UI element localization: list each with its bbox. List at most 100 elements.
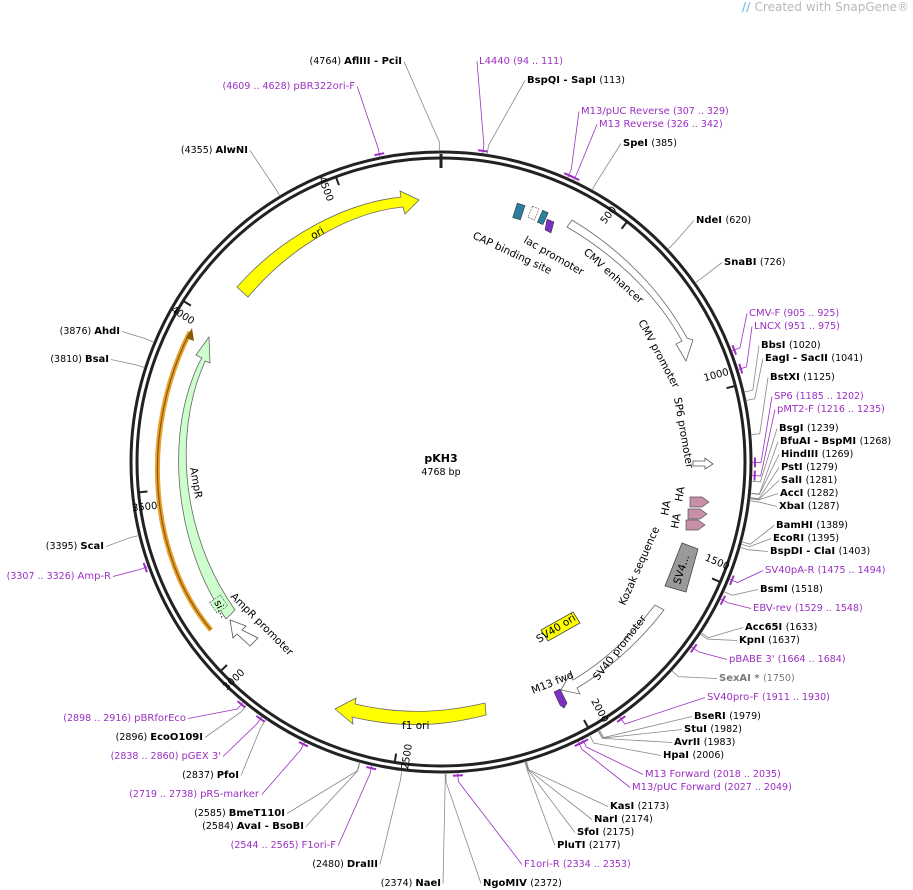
site-pos-hpai: (2006) bbox=[692, 750, 724, 761]
site-pos-naei: (2374) bbox=[381, 878, 416, 889]
primer-mark-m13-puc-forward bbox=[574, 740, 585, 747]
site-name-scai: ScaI bbox=[80, 541, 104, 552]
leader-pbr322ori-f bbox=[356, 86, 381, 158]
site-name-sv40pa-r: SV40pA-R bbox=[765, 565, 818, 576]
site-label-hindiii: HindIII (1269) bbox=[781, 449, 853, 460]
site-name-ebv-rev: EBV-rev bbox=[753, 603, 795, 614]
leader-f1ori-f bbox=[337, 765, 373, 846]
site-name-eagi-sacii: EagI - SacII bbox=[765, 353, 831, 364]
site-label-sv40pro-f: SV40pro-F (1911 .. 1930) bbox=[707, 692, 830, 703]
site-pos-m13-puc-forward: (2027 .. 2049) bbox=[724, 782, 792, 793]
leader-eagi-sacii bbox=[745, 358, 764, 401]
leader-afliii-pcii bbox=[403, 61, 440, 152]
site-name-m13-forward: M13 Forward bbox=[645, 769, 713, 780]
site-label-kasi: KasI (2173) bbox=[610, 801, 669, 812]
site-name-kasi: KasI bbox=[610, 801, 638, 812]
leader-acci bbox=[749, 493, 779, 501]
leader-draiii bbox=[379, 770, 403, 865]
ha-tag-1-arrow bbox=[689, 496, 710, 508]
site-name-ndei: NdeI bbox=[696, 215, 726, 226]
site-label-pfoi: (2837) PfoI bbox=[182, 770, 239, 781]
site-name-hindiii: HindIII bbox=[781, 449, 822, 460]
site-label-pbr322ori-f: (4609 .. 4628) pBR322ori-F bbox=[223, 81, 356, 92]
site-name-snabi: SnaBI bbox=[724, 257, 760, 268]
leader-hindiii bbox=[750, 454, 780, 495]
leader-prs-marker bbox=[261, 741, 306, 795]
site-name-m13-puc-forward: M13/pUC Forward bbox=[632, 782, 724, 793]
site-label-xbai: XbaI (1287) bbox=[779, 501, 839, 512]
leader-kpni bbox=[699, 633, 738, 641]
site-pos-l4440: (94 .. 111) bbox=[513, 56, 563, 67]
sv40-promoter-label: SV40 promoter bbox=[591, 612, 650, 682]
primer-mark-pbrforeco bbox=[236, 700, 246, 709]
ha-tag-2-label: HA bbox=[659, 499, 674, 517]
ampr-promoter-arrow bbox=[229, 619, 259, 647]
sv40-ori-box bbox=[540, 611, 581, 642]
site-pos-ecoo109i: (2896) bbox=[116, 732, 151, 743]
cmv-enhancer-arrow bbox=[566, 219, 694, 362]
signal-peptide-box bbox=[209, 594, 229, 614]
site-pos-xbai: (1287) bbox=[808, 501, 840, 512]
primer-mark-sv40pro-f bbox=[616, 715, 626, 723]
site-label-acci: AccI (1282) bbox=[780, 488, 838, 499]
site-name-cmv-f: CMV-F bbox=[749, 308, 783, 319]
primer-mark-pbr322ori-f bbox=[374, 152, 385, 157]
site-name-pbr322ori-f: pBR322ori-F bbox=[293, 81, 355, 92]
leader-stui bbox=[597, 729, 683, 739]
site-label-pbabe-3: pBABE 3' (1664 .. 1684) bbox=[729, 654, 846, 665]
leader-ngomiv bbox=[445, 772, 482, 884]
site-pos-amp-r: (3307 .. 3326) bbox=[7, 571, 78, 582]
site-pos-pmt2-f: (1216 .. 1235) bbox=[817, 404, 885, 415]
site-label-afliii-pcii: (4764) AflIII - PciI bbox=[310, 56, 402, 67]
leader-acc65i bbox=[700, 627, 744, 639]
site-label-amp-r: (3307 .. 3326) Amp-R bbox=[7, 571, 111, 582]
site-name-acci: AccI bbox=[780, 488, 807, 499]
site-label-m13-reverse: M13 Reverse (326 .. 342) bbox=[599, 119, 723, 130]
leader-bmet110i bbox=[286, 762, 360, 814]
leader-bbsi bbox=[743, 345, 760, 393]
site-label-bsai: (3810) BsaI bbox=[50, 354, 109, 365]
leader-snabi bbox=[694, 262, 723, 284]
site-name-ahdi: AhdI bbox=[94, 326, 120, 337]
sv40-ori-label: SV40 ori bbox=[534, 612, 578, 646]
leader-ebv-rev bbox=[720, 598, 752, 609]
site-pos-alwni: (4355) bbox=[181, 145, 216, 156]
primer-mark-pbabe-3 bbox=[689, 643, 698, 653]
leader-bamhi bbox=[741, 525, 775, 545]
site-name-bmet110i: BmeT110I bbox=[229, 808, 285, 819]
site-pos-ndei: (620) bbox=[726, 215, 752, 226]
leader-m13-puc-reverse bbox=[567, 111, 580, 179]
site-name-l4440: L4440 bbox=[479, 56, 513, 67]
site-name-naei: NaeI bbox=[415, 878, 441, 889]
site-label-acc65i: Acc65I (1633) bbox=[745, 622, 817, 633]
site-label-psti: PstI (1279) bbox=[781, 462, 838, 473]
site-pos-psti: (1279) bbox=[806, 462, 838, 473]
amp-r-primer-track-core bbox=[156, 331, 212, 631]
leader-alwni bbox=[249, 150, 281, 197]
site-pos-afliii-pcii: (4764) bbox=[310, 56, 345, 67]
site-label-bstxi: BstXI (1125) bbox=[770, 372, 835, 383]
site-name-pfoi: PfoI bbox=[217, 770, 239, 781]
site-name-hpai: HpaI bbox=[663, 750, 692, 761]
site-label-pgex-3: (2838 .. 2860) pGEX 3' bbox=[111, 751, 221, 762]
site-pos-ecori: (1395) bbox=[808, 533, 840, 544]
site-label-stui: StuI (1982) bbox=[684, 724, 742, 735]
site-pos-sv40pro-f: (1911 .. 1930) bbox=[762, 692, 830, 703]
site-pos-sfoi: (2175) bbox=[603, 827, 635, 838]
site-pos-bmet110i: (2585) bbox=[194, 808, 229, 819]
tick-label-2000: 2000 bbox=[588, 697, 610, 725]
backbone-outer-ring bbox=[129, 150, 753, 774]
leader-bsgi bbox=[751, 428, 778, 483]
leader-sp6 bbox=[751, 396, 773, 463]
site-label-sp6: SP6 (1185 .. 1202) bbox=[774, 391, 864, 402]
site-pos-spei: (385) bbox=[651, 138, 677, 149]
site-pos-hindiii: (1269) bbox=[822, 449, 854, 460]
site-name-pbrforeco: pBRforEco bbox=[134, 713, 186, 724]
site-label-bsgi: BsgI (1239) bbox=[779, 423, 839, 434]
site-name-alwni: AlwNI bbox=[216, 145, 249, 156]
site-label-sali: SalI (1281) bbox=[781, 475, 837, 486]
leader-bfuai-bspmi bbox=[750, 441, 779, 495]
site-label-avrii: AvrII (1983) bbox=[674, 737, 735, 748]
site-leader-lines bbox=[105, 61, 780, 884]
